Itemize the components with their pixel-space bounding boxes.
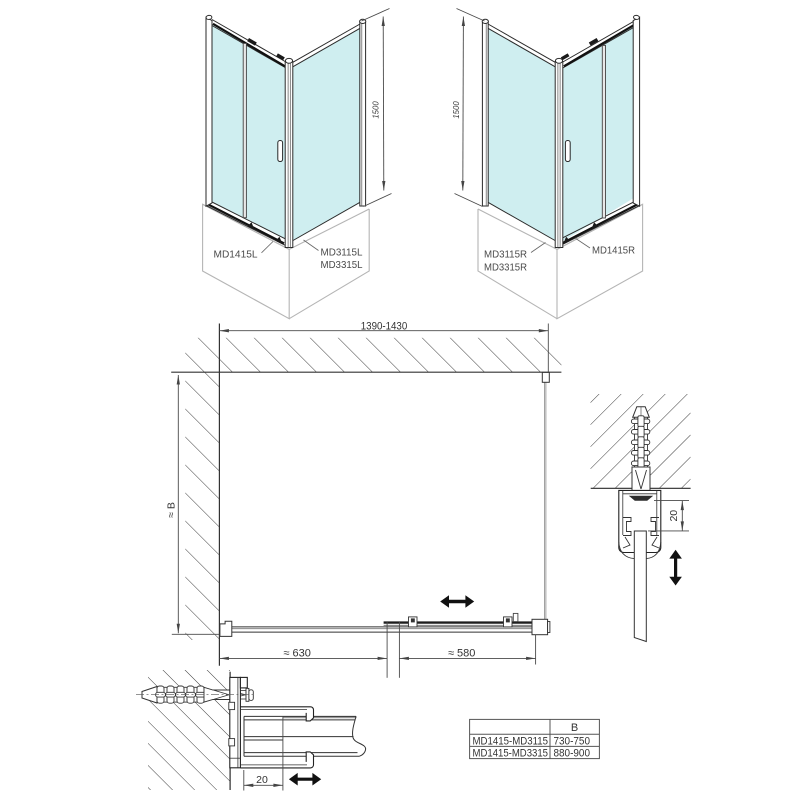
svg-text:MD3115R: MD3115R [484, 250, 527, 261]
svg-text:≈ B: ≈ B [166, 502, 178, 518]
svg-text:20: 20 [668, 510, 680, 522]
svg-text:MD1415-MD3115: MD1415-MD3115 [473, 736, 549, 748]
svg-text:20: 20 [256, 774, 268, 786]
svg-text:1500: 1500 [452, 101, 461, 119]
svg-text:MD3115L: MD3115L [321, 248, 363, 259]
svg-text:1390-1430: 1390-1430 [361, 320, 408, 332]
svg-text:MD3315L: MD3315L [321, 260, 363, 271]
svg-text:MD1415R: MD1415R [592, 246, 635, 257]
svg-text:≈ 630: ≈ 630 [283, 648, 311, 660]
svg-text:MD1415L: MD1415L [214, 250, 258, 261]
svg-text:880-900: 880-900 [554, 748, 591, 760]
svg-text:MD1415-MD3315: MD1415-MD3315 [473, 748, 549, 760]
svg-text:1500: 1500 [371, 101, 380, 119]
svg-text:≈ 580: ≈ 580 [448, 648, 476, 660]
svg-text:MD3315R: MD3315R [484, 263, 527, 274]
svg-text:730-750: 730-750 [554, 736, 591, 748]
svg-text:B: B [571, 722, 578, 734]
